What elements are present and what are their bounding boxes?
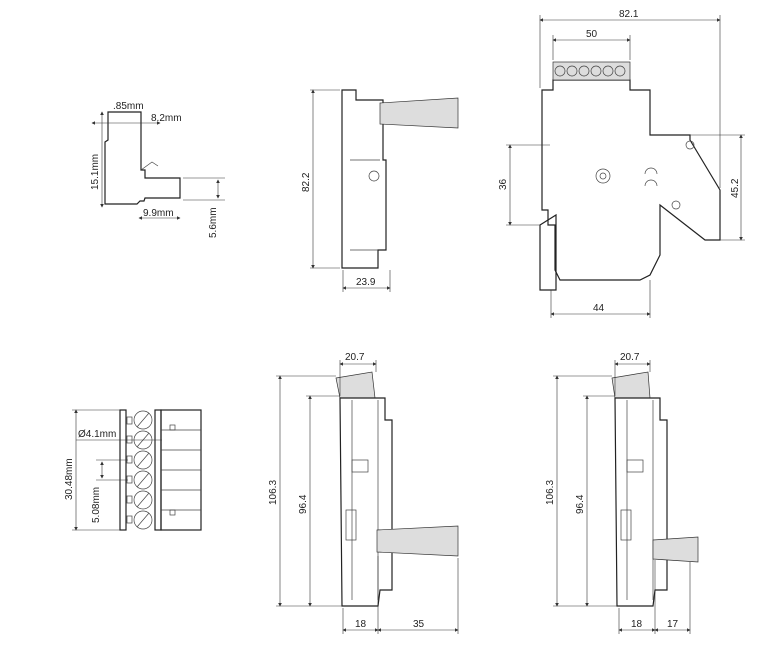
dim-left-height: 36	[498, 178, 509, 190]
side-view-short-lever: 20.7 106.3 96.4 18 17	[545, 352, 699, 634]
side-view-long-lever: 20.7 106.3 96.4 18 35	[268, 352, 459, 634]
dim-hole-diameter: Ø4.1mm	[78, 429, 116, 440]
dim-pitch: 5.08mm	[91, 487, 102, 523]
dim-overall-height: 106.3	[268, 480, 279, 505]
dim-height: 82.2	[301, 172, 312, 192]
dim-height: 15.1mm	[90, 154, 101, 190]
dim-bottom-width: 44	[593, 303, 605, 314]
screw-terminals	[126, 410, 153, 530]
dim-top-width: 20.7	[345, 352, 365, 363]
dim-base-width: 18	[631, 619, 643, 630]
relay-side-view: 82.2 23.9	[301, 89, 459, 292]
terminal-screws	[554, 65, 626, 77]
dim-total-pitch: 30.48mm	[64, 458, 75, 500]
connector-side-view: .85mm 8.2mm 15.1mm 9.9mm 5.6mm	[90, 101, 225, 238]
dim-lever-length: 35	[413, 619, 425, 630]
dim-top-depth: 8.2mm	[151, 113, 182, 124]
front-view: 82.1 50 36 45.2 44	[498, 9, 745, 318]
dim-body-height: 96.4	[298, 494, 309, 514]
dim-right-height: 45.2	[730, 178, 741, 198]
dim-top-width: .85mm	[113, 101, 144, 112]
dim-top-width: 20.7	[620, 352, 640, 363]
dim-terminal-width: 50	[586, 29, 598, 40]
dim-body-height: 96.4	[575, 494, 586, 514]
dim-width: 23.9	[356, 277, 376, 288]
dim-foot-width: 9.9mm	[143, 208, 174, 219]
terminal-block-view: Ø4.1mm 30.48mm 5.08mm	[64, 409, 202, 531]
dim-base-width: 18	[355, 619, 367, 630]
dim-foot-height: 5.6mm	[208, 207, 219, 238]
dim-overall-width: 82.1	[619, 9, 639, 20]
dim-lever-length: 17	[667, 619, 679, 630]
dim-overall-height: 106.3	[545, 480, 556, 505]
